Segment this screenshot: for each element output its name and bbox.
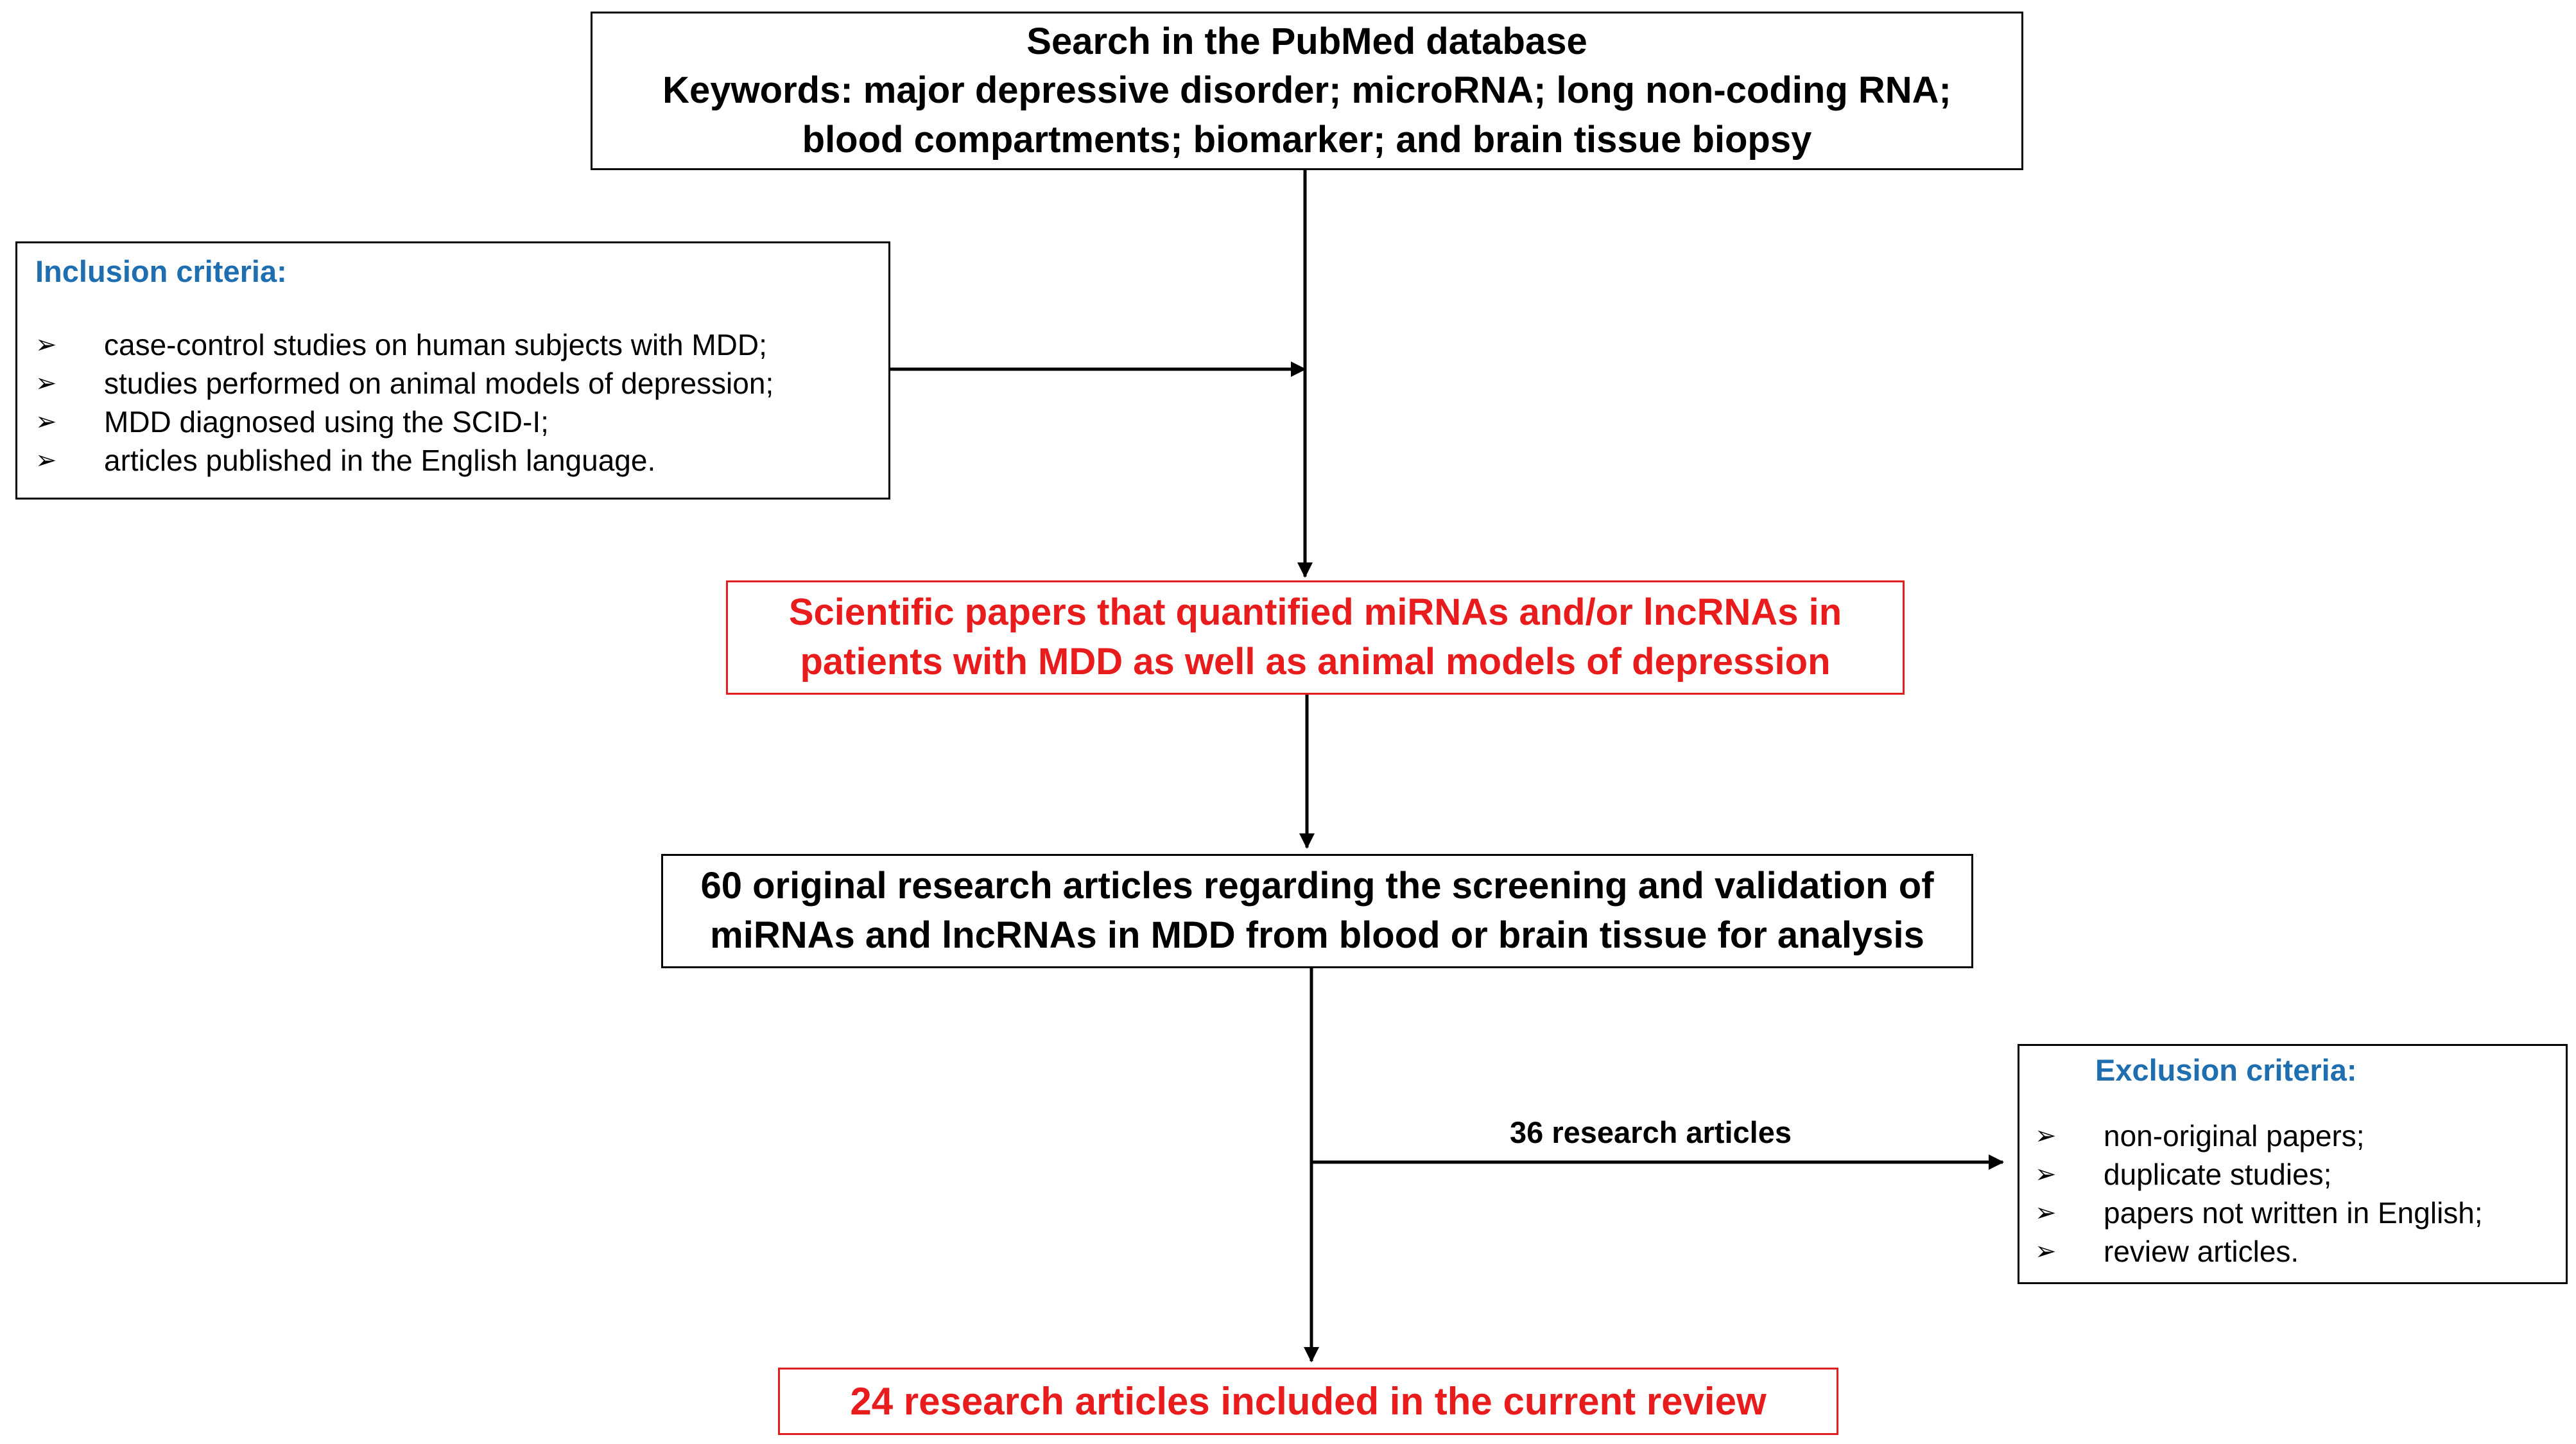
bullet-arrow-icon: ➢	[35, 446, 57, 474]
bullet-arrow-icon: ➢	[2035, 1237, 2057, 1266]
bullet-arrow-icon: ➢	[2035, 1199, 2057, 1227]
final-included-box: 24 research articles included in the cur…	[778, 1368, 1838, 1435]
bullet-arrow-icon: ➢	[2035, 1122, 2057, 1150]
exclusion-item-text: papers not written in English;	[2104, 1196, 2483, 1230]
bullet-arrow-icon: ➢	[35, 369, 57, 397]
inclusion-item-text: studies performed on animal models of de…	[104, 367, 774, 400]
exclusion-item-text: duplicate studies;	[2104, 1158, 2332, 1191]
search-box-line-2: Keywords: major depressive disorder; mic…	[662, 69, 1951, 112]
scientific-papers-box: Scientific papers that quantified miRNAs…	[726, 580, 1905, 695]
bullet-arrow-icon: ➢	[35, 408, 57, 436]
exclusion-item-text: review articles.	[2104, 1235, 2299, 1268]
bullet-arrow-icon: ➢	[35, 331, 57, 359]
final-box-text: 24 research articles included in the cur…	[850, 1379, 1767, 1423]
original-box-line-1: 60 original research articles regarding …	[700, 865, 1934, 907]
bullet-arrow-icon: ➢	[2035, 1160, 2057, 1188]
inclusion-criteria-list: ➢ case-control studies on human subjects …	[24, 326, 774, 480]
exclusion-item: ➢ review articles.	[2023, 1232, 2483, 1271]
search-box-line-3: blood compartments; biomarker; and brain…	[802, 118, 1812, 161]
inclusion-item: ➢ studies performed on animal models of d…	[24, 364, 774, 403]
exclusion-item-text: non-original papers;	[2104, 1119, 2365, 1153]
exclusion-item: ➢ non-original papers;	[2023, 1117, 2483, 1155]
inclusion-item-text: MDD diagnosed using the SCID-I;	[104, 405, 549, 439]
scientific-box-line-2: patients with MDD as well as animal mode…	[800, 641, 1831, 683]
excluded-count-label: 36 research articles	[1510, 1115, 1792, 1149]
inclusion-item: ➢ case-control studies on human subjects …	[24, 326, 774, 364]
inclusion-item-text: articles published in the English langua…	[104, 444, 656, 477]
inclusion-item: ➢ MDD diagnosed using the SCID-I;	[24, 403, 774, 441]
inclusion-item: ➢ articles published in the English langu…	[24, 441, 774, 480]
inclusion-item-text: case-control studies on human subjects w…	[104, 328, 767, 361]
exclusion-item: ➢ papers not written in English;	[2023, 1194, 2483, 1232]
exclusion-criteria-list: ➢ non-original papers; ➢ duplicate studies…	[2023, 1117, 2483, 1271]
inclusion-criteria-box: Inclusion criteria: ➢ case-control studie…	[15, 241, 890, 500]
search-box: Search in the PubMed database Keywords: …	[591, 12, 2023, 170]
inclusion-criteria-title: Inclusion criteria:	[35, 254, 287, 288]
original-box-line-2: miRNAs and lncRNAs in MDD from blood or …	[710, 914, 1924, 956]
original-articles-box: 60 original research articles regarding …	[661, 854, 1973, 968]
exclusion-criteria-box: Exclusion criteria: ➢ non-original papers…	[2018, 1044, 2568, 1284]
search-box-line-1: Search in the PubMed database	[1026, 20, 1587, 62]
scientific-box-line-1: Scientific papers that quantified miRNAs…	[788, 591, 1842, 634]
exclusion-item: ➢ duplicate studies;	[2023, 1155, 2483, 1194]
exclusion-criteria-title: Exclusion criteria:	[2095, 1053, 2357, 1087]
